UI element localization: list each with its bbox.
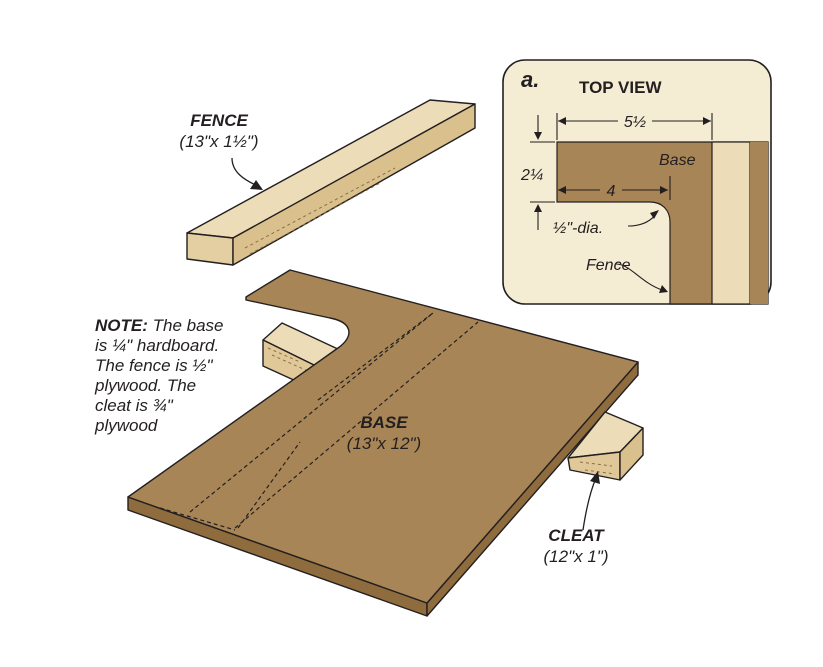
inset-fence-strip xyxy=(711,141,751,305)
fence-front-face xyxy=(186,232,234,266)
inset-fence-label: Fence xyxy=(586,257,631,274)
base-title: BASE xyxy=(360,413,408,432)
base-piece xyxy=(127,269,639,617)
fence-side-face xyxy=(232,103,476,266)
cleat-leader xyxy=(582,477,597,531)
inset-dimension-lines xyxy=(530,113,713,291)
fence-leader xyxy=(231,157,259,187)
inset-base-label: Base xyxy=(659,152,696,169)
leader-arrows xyxy=(231,157,600,531)
inset-arrowheads xyxy=(534,117,711,293)
inset-title: TOP VIEW xyxy=(579,78,662,97)
cleat-arrowhead-icon xyxy=(590,471,600,484)
note-line-6: plywood xyxy=(95,416,158,435)
fence-piece xyxy=(186,99,476,266)
dim-notch-label: 4 xyxy=(607,183,616,200)
cleat-title: CLEAT xyxy=(548,526,605,545)
note-heading: NOTE: xyxy=(95,316,148,335)
base-top-face xyxy=(127,269,639,604)
top-view-inset: a. TOP VIEW 5½ 2¼ 4 ½"-dia. Base Fence xyxy=(502,59,772,305)
base-dimensions: (13"x 12") xyxy=(347,434,421,453)
note-line-3: The fence is ½" xyxy=(95,356,213,375)
fence-arrowhead-icon xyxy=(250,180,263,190)
note-text-1: The base xyxy=(147,316,224,335)
note-line-1: NOTE: The base xyxy=(95,316,265,336)
fence-title: FENCE xyxy=(190,111,248,130)
base-cut-line-back xyxy=(189,312,479,529)
fence-ply-grain xyxy=(244,167,396,255)
dim-height-label: 2¼ xyxy=(520,167,543,184)
cleat-right-end xyxy=(567,411,644,481)
fence-dimensions: (13"x 1½") xyxy=(179,132,258,151)
dim-width-label: 5½ xyxy=(624,114,646,131)
cleat-dimensions: (12"x 1") xyxy=(544,547,609,566)
note-line-5: cleat is ¾" xyxy=(95,396,173,415)
note-line-4: plywood. The xyxy=(95,376,197,395)
hole-diameter-label: ½"-dia. xyxy=(553,220,603,237)
base-cut-line-front xyxy=(159,441,301,531)
material-note: NOTE: The base is ¼" hardboard. The fenc… xyxy=(95,316,265,436)
inset-badge: a. xyxy=(521,67,539,92)
note-line-2: is ¼" hardboard. xyxy=(95,336,220,355)
